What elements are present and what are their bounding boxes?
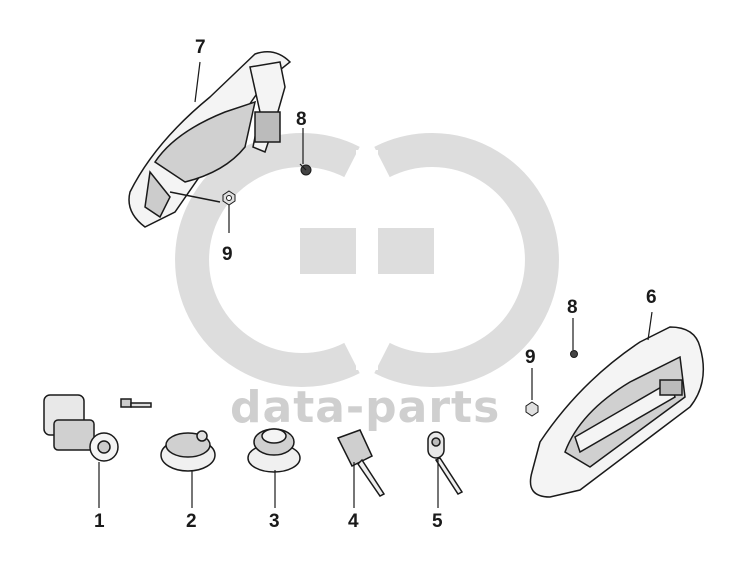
callout-2: 2 [186,511,197,532]
leader-line [228,205,230,233]
callout-8-right: 8 [567,297,578,318]
outer-door-handle-icon [529,312,705,498]
screw-icon [299,163,312,176]
leader-line [437,460,439,508]
callout-3: 3 [269,511,280,532]
leader-line [274,470,276,508]
key-blank-icon [336,429,386,497]
callout-4: 4 [348,511,359,532]
leader-line [302,128,304,164]
callout-8-top: 8 [296,109,307,130]
ignition-lock-cylinder-icon [43,394,152,462]
callout-9-top: 9 [222,244,233,265]
callout-5: 5 [432,511,443,532]
callout-7: 7 [195,37,206,58]
nut-icon [525,368,539,417]
screw-icon [570,318,578,358]
callout-9-right: 9 [525,347,536,368]
watermark-text: data-parts [230,382,501,433]
transponder-key-icon [427,431,464,495]
leader-line [98,462,100,508]
nut-icon [222,190,236,206]
fuel-cap-lock-icon [160,430,216,472]
callout-1: 1 [94,511,105,532]
inner-door-handle-icon [128,51,292,228]
fuel-cap-icon [247,428,301,473]
leader-line [191,470,193,508]
leader-line [353,462,355,508]
callout-6: 6 [646,287,657,308]
